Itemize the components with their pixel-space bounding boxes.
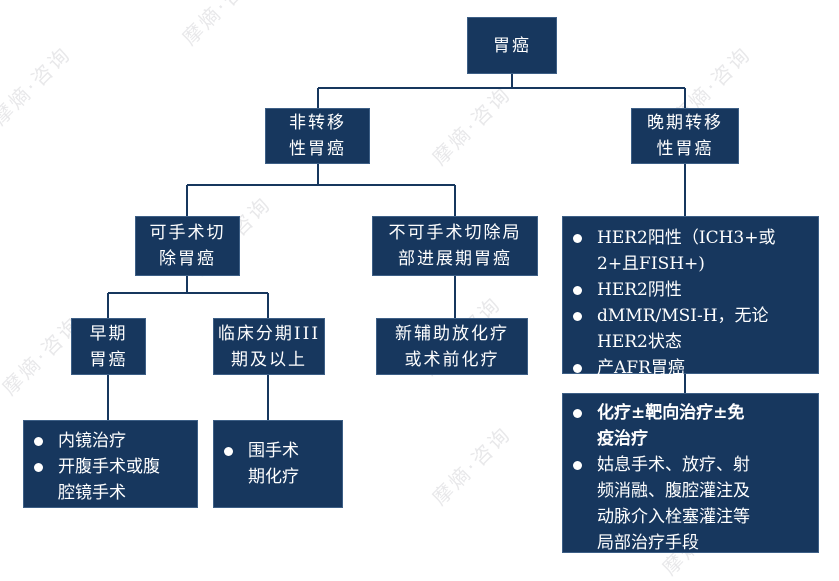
metastatic-node: 晚期转移 性胃癌 xyxy=(631,108,739,164)
list-item-line: 动脉介入栓塞灌注等 xyxy=(597,507,750,527)
list-item: 内镜治疗 xyxy=(24,428,197,454)
list-item-line: dMMR/MSI-H，无论 xyxy=(597,306,769,326)
neoadjuvant-node: 新辅助放化疗 或术前化疗 xyxy=(376,318,528,375)
list-item-line: 产AFR胃癌 xyxy=(597,358,685,378)
early-line-2: 胃癌 xyxy=(89,349,128,370)
metastatic-treatment-list: 化疗±靶向治疗±免疫治疗姑息手术、放疗、射频消融、腹腔灌注及动脉介入栓塞灌注等局… xyxy=(563,400,818,556)
list-item: 产AFR胃癌 xyxy=(563,355,818,381)
list-item-line: 腔镜手术 xyxy=(58,483,126,503)
stage3-line-2: 期及以上 xyxy=(231,349,307,370)
list-item-line: 期化疗 xyxy=(248,467,299,487)
non-metastatic-line-1: 非转移 xyxy=(289,113,346,133)
non-metastatic-line-2: 性胃癌 xyxy=(289,139,346,159)
list-item-line: 局部治疗手段 xyxy=(597,533,699,553)
root-node: 胃癌 xyxy=(467,17,557,74)
early-node: 早期 胃癌 xyxy=(71,318,146,375)
list-item: HER2阴性 xyxy=(563,277,818,303)
metastatic-line-1: 晚期转移 xyxy=(647,113,723,133)
list-item: HER2阳性（ICH3+或 2+且FISH+) xyxy=(563,225,818,277)
unresectable-line-1: 不可手术切除局 xyxy=(388,223,522,243)
list-item-line: 疫治疗 xyxy=(597,429,648,449)
metastatic-treatment-node: 化疗±靶向治疗±免疫治疗姑息手术、放疗、射频消融、腹腔灌注及动脉介入栓塞灌注等局… xyxy=(562,393,819,553)
non-metastatic-node: 非转移 性胃癌 xyxy=(265,108,370,164)
resectable-line-2: 除胃癌 xyxy=(159,249,216,269)
neoadjuvant-line-2: 或术前化疗 xyxy=(404,349,500,370)
list-item-line: 姑息手术、放疗、射 xyxy=(597,455,750,475)
bullet-icon xyxy=(34,463,43,472)
list-item: 围手术期化疗 xyxy=(214,438,342,490)
resectable-node: 可手术切 除胃癌 xyxy=(135,216,240,276)
bullet-icon xyxy=(573,461,582,470)
unresectable-node: 不可手术切除局 部进展期胃癌 xyxy=(372,216,538,276)
bullet-icon xyxy=(573,234,582,243)
bullet-icon xyxy=(573,364,582,373)
list-item: 姑息手术、放疗、射频消融、腹腔灌注及动脉介入栓塞灌注等局部治疗手段 xyxy=(563,452,818,556)
stage3-node: 临床分期III 期及以上 xyxy=(213,318,325,375)
list-item: 开腹手术或腹腔镜手术 xyxy=(24,454,197,506)
list-item: 化疗±靶向治疗±免疫治疗 xyxy=(563,400,818,452)
stage3-treatment-node: 围手术期化疗 xyxy=(213,420,343,508)
early-line-1: 早期 xyxy=(89,323,128,344)
stage3-line-1: 临床分期III xyxy=(217,323,321,344)
list-item-line: HER2状态 xyxy=(597,332,682,352)
list-item-line: 化疗±靶向治疗±免 xyxy=(597,403,745,423)
list-item-line: 内镜治疗 xyxy=(58,431,126,451)
list-item-line: HER2阴性 xyxy=(597,280,682,300)
root-label: 胃癌 xyxy=(493,35,531,56)
list-item-line: 频消融、腹腔灌注及 xyxy=(597,481,750,501)
metastatic-types-list: HER2阳性（ICH3+或 2+且FISH+) HER2阴性 dMMR/MSI-H，无… xyxy=(563,225,818,381)
list-item: dMMR/MSI-H，无论 HER2状态 xyxy=(563,303,818,355)
bullet-icon xyxy=(573,286,582,295)
bullet-icon xyxy=(34,437,43,446)
stage3-treatment-list: 围手术期化疗 xyxy=(214,438,342,490)
list-item-line: 开腹手术或腹 xyxy=(58,457,160,477)
resectable-line-1: 可手术切 xyxy=(149,223,226,243)
list-item-line: HER2阳性（ICH3+或 xyxy=(597,228,776,248)
bullet-icon xyxy=(573,312,582,321)
neoadjuvant-line-1: 新辅助放化疗 xyxy=(395,323,509,344)
metastatic-line-2: 性胃癌 xyxy=(656,139,714,159)
list-item-line: 围手术 xyxy=(248,441,299,461)
metastatic-types-node: HER2阳性（ICH3+或 2+且FISH+) HER2阴性 dMMR/MSI-H，无… xyxy=(562,216,819,378)
list-item-line: 2+且FISH+) xyxy=(597,254,705,274)
early-treatment-list: 内镜治疗开腹手术或腹腔镜手术 xyxy=(24,428,197,506)
early-treatment-node: 内镜治疗开腹手术或腹腔镜手术 xyxy=(23,420,198,508)
unresectable-line-2: 部进展期胃癌 xyxy=(398,249,512,269)
bullet-icon xyxy=(573,409,582,418)
bullet-icon xyxy=(224,447,233,456)
